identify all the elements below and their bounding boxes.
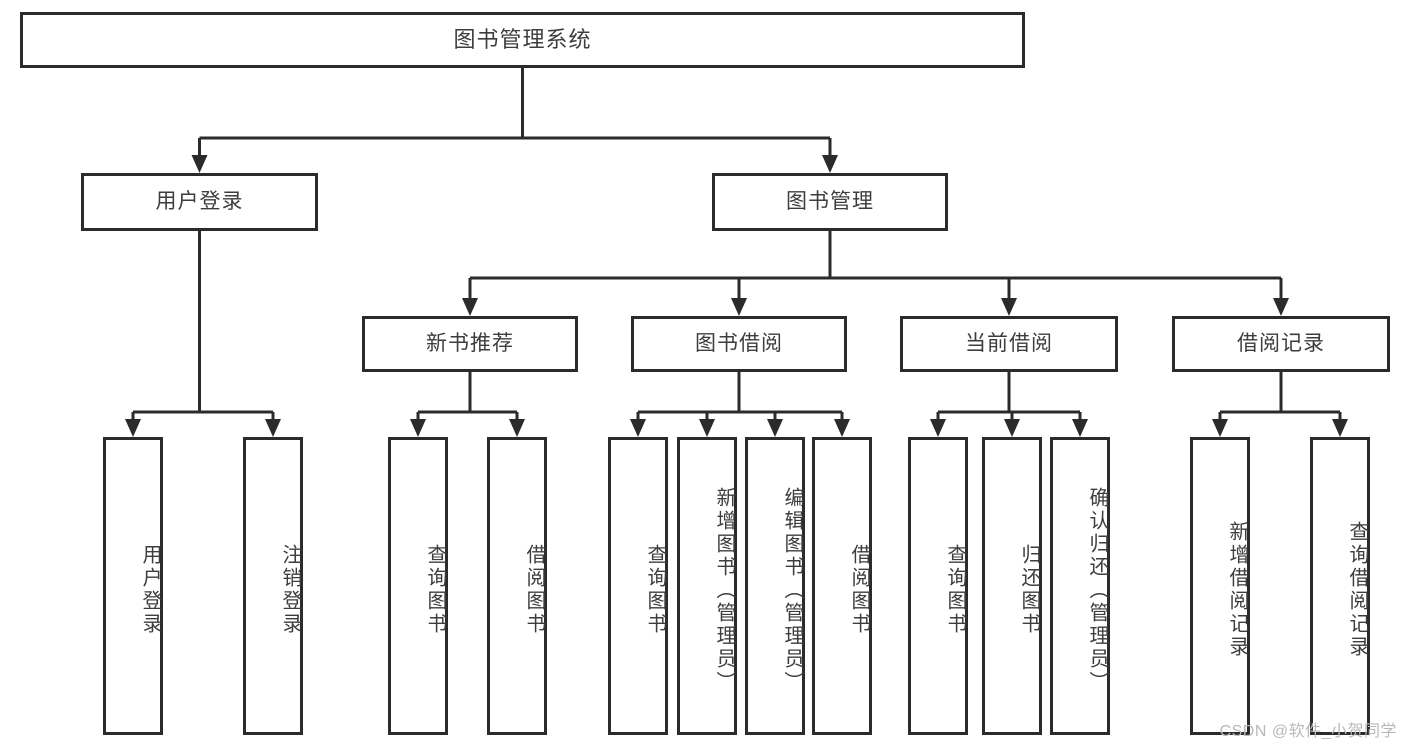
node-level3-0[interactable] [362,316,578,372]
arrow-head [125,419,141,437]
node-leaf-12[interactable] [1310,437,1370,735]
node-leaf-7[interactable] [812,437,872,735]
arrow-head [699,419,715,437]
node-leaf-6[interactable] [745,437,805,735]
watermark: CSDN @软件_小贺同学 [1219,723,1397,740]
arrow-head [509,419,525,437]
arrow-head [1332,419,1348,437]
node-leaf-0[interactable] [103,437,163,735]
arrow-head [767,419,783,437]
arrow-head [410,419,426,437]
arrow-head [834,419,850,437]
node-level3-1[interactable] [631,316,847,372]
arrow-head [191,155,208,173]
arrow-head [1072,419,1088,437]
node-level2-1[interactable] [712,173,948,231]
node-leaf-3[interactable] [487,437,547,735]
arrow-head [265,419,281,437]
arrow-head [1273,298,1289,316]
node-leaf-5[interactable] [677,437,737,735]
arrow-head [1001,298,1017,316]
node-level3-2[interactable] [900,316,1118,372]
arrow-head [630,419,646,437]
node-leaf-9[interactable] [982,437,1042,735]
node-level3-3[interactable] [1172,316,1390,372]
arrow-head [1004,419,1020,437]
node-root[interactable] [20,12,1025,68]
node-leaf-1[interactable] [243,437,303,735]
arrow-head [822,155,838,173]
node-level2-0[interactable] [81,173,318,231]
node-leaf-8[interactable] [908,437,968,735]
arrow-head [1212,419,1228,437]
node-leaf-2[interactable] [388,437,448,735]
node-leaf-4[interactable] [608,437,668,735]
node-leaf-10[interactable] [1050,437,1110,735]
arrow-head [930,419,946,437]
node-leaf-11[interactable] [1190,437,1250,735]
arrow-head [462,298,478,316]
arrow-head [731,298,747,316]
